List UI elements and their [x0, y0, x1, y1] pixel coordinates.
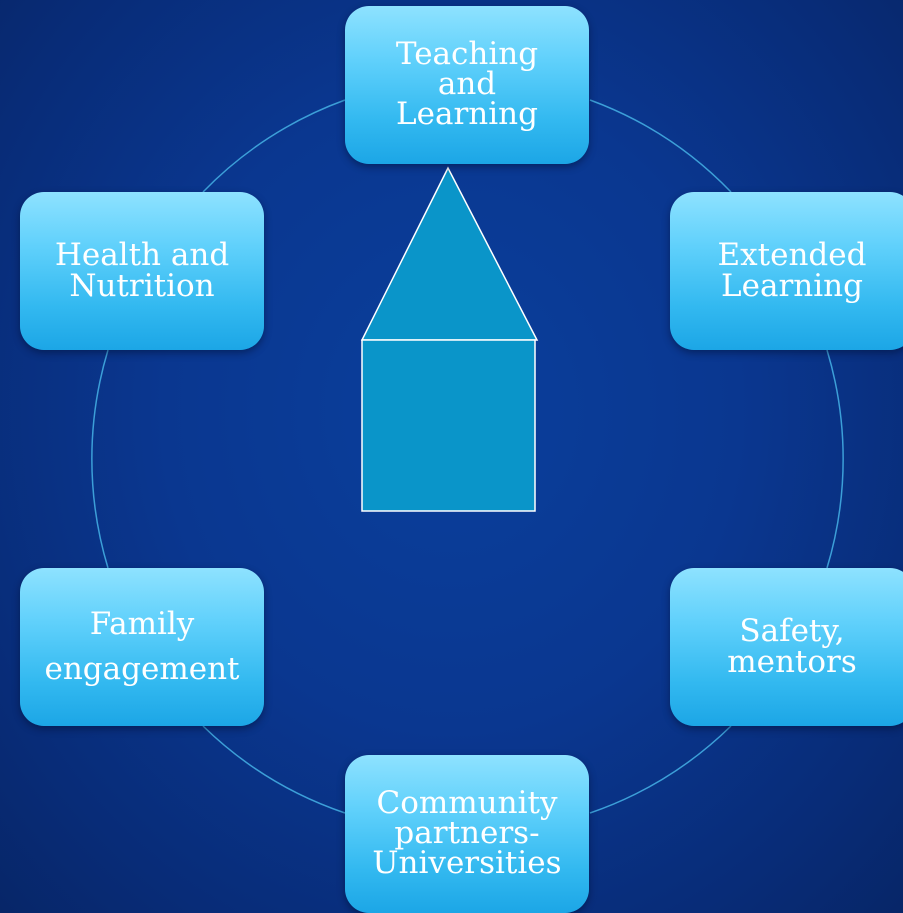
cycle-ring [91, 99, 844, 814]
ring-arc-health-teaching [202, 99, 346, 193]
node-label-line: Family [89, 606, 195, 643]
node-label-line: Extended [717, 237, 867, 273]
node-community-partners: Community partners- Universities [345, 755, 589, 913]
ring-arc-extended-safety [826, 349, 844, 569]
node-safety-mentors: Safety, mentors [670, 568, 903, 726]
house-shape [360, 166, 539, 512]
node-label-line: mentors [727, 644, 857, 680]
node-label-line: Teaching [395, 36, 539, 73]
ring-arc-teaching-extended [589, 99, 732, 193]
node-label-line: engagement [44, 651, 240, 687]
node-label-line: Nutrition [69, 268, 215, 304]
house-body [361, 339, 536, 512]
node-extended-learning: Extended Learning [670, 192, 903, 350]
node-label-line: and [437, 66, 497, 103]
ring-arc-safety-community [589, 725, 732, 814]
node-health-and-nutrition: Health and Nutrition [20, 192, 264, 350]
ring-arc-family-health [91, 349, 109, 569]
node-teaching-and-learning: Teaching and Learning [345, 6, 589, 164]
node-label-line: Health and [54, 237, 230, 273]
node-label-line: Community [376, 785, 558, 822]
node-label-line: Learning [721, 268, 863, 304]
house-roof [360, 166, 539, 341]
node-family-engagement: Family engagement [20, 568, 264, 726]
node-label-line: partners- [394, 815, 540, 852]
node-label-line: Learning [396, 95, 538, 132]
node-label-line: Universities [372, 844, 562, 881]
ring-arc-community-family [202, 725, 346, 814]
node-label-line: Safety, [739, 613, 845, 649]
